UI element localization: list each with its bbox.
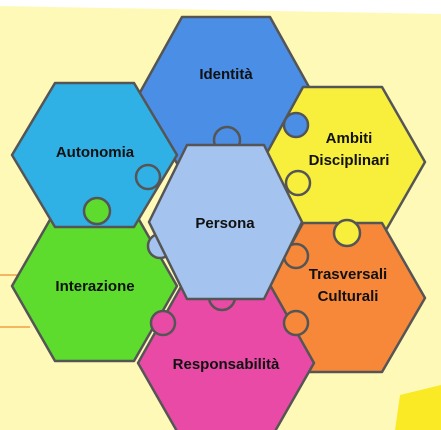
label-trasversali-line1: Trasversali xyxy=(309,266,387,283)
background-top-stripe xyxy=(0,0,441,14)
piece-autonomia xyxy=(10,81,179,229)
puzzle-tab xyxy=(282,111,310,139)
puzzle-tab xyxy=(284,169,312,197)
label-persona: Persona xyxy=(195,215,255,232)
background-corner-shape xyxy=(395,385,441,430)
puzzle-tab xyxy=(149,309,177,337)
label-autonomia: Autonomia xyxy=(56,144,135,161)
puzzle-tab xyxy=(82,196,112,226)
puzzle-tab xyxy=(332,218,362,248)
label-ambiti-line1: Ambiti xyxy=(326,130,373,147)
label-interazione: Interazione xyxy=(55,278,134,295)
piece-persona xyxy=(147,143,304,301)
label-responsabilita: Responsabilità xyxy=(173,356,280,373)
puzzle-tab xyxy=(134,163,162,191)
label-trasversali-line2: Culturali xyxy=(318,288,379,305)
label-identita: Identità xyxy=(199,66,253,83)
puzzle-tab xyxy=(282,309,310,337)
label-ambiti-line2: Disciplinari xyxy=(309,152,390,169)
